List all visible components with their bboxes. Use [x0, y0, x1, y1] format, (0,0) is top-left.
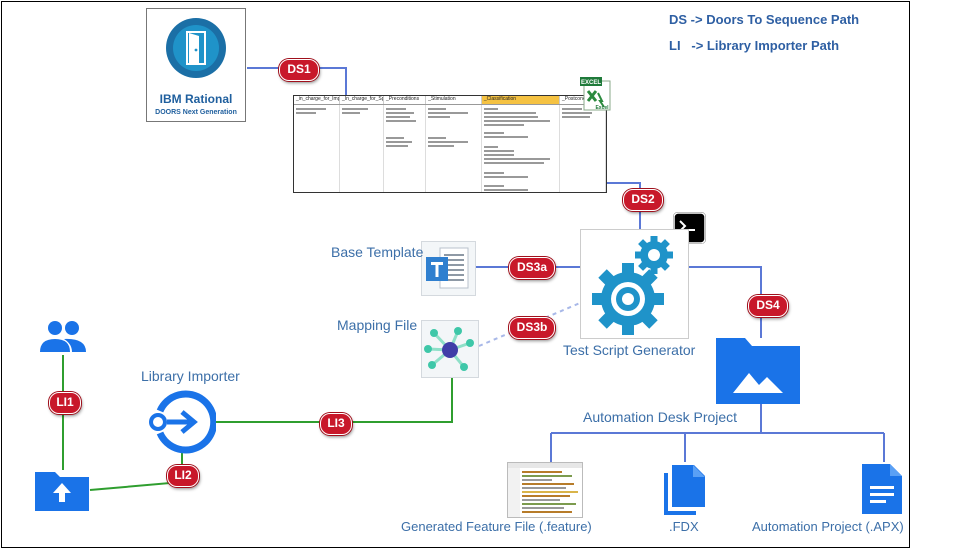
ibm-title: IBM Rational [159, 92, 233, 106]
badge-ds1: DS1 [279, 59, 319, 81]
ds2-connector [607, 182, 641, 230]
ds3b-connector [478, 302, 581, 347]
sheet-header-cell: _Classification [481, 96, 561, 104]
label-fdx: .FDX [669, 519, 699, 534]
base-template-tile [421, 241, 476, 296]
label-generated-feature-file: Generated Feature File (.feature) [401, 519, 592, 534]
label-test-script-generator: Test Script Generator [563, 342, 696, 358]
label-automation-desk-project: Automation Desk Project [583, 409, 738, 425]
label-mapping-file: Mapping File [337, 317, 418, 333]
sheet-header-cell: _In_charge_for_Spec. [341, 96, 385, 104]
label-base-template: Base Template [331, 244, 424, 260]
badge-li3: LI3 [320, 413, 352, 435]
gears-icon [592, 236, 673, 335]
mapping-file-tile [421, 320, 479, 378]
legend-ds: DS -> Doors To Sequence Path [669, 12, 860, 27]
badge-ds4: DS4 [748, 295, 788, 317]
badge-ds3b: DS3b [509, 317, 555, 339]
badge-li1: LI1 [49, 392, 81, 414]
sheet-header-cell: _Stimulation [426, 96, 482, 104]
excel-logo-text: EXCEL [581, 80, 601, 86]
sheet-body [294, 105, 606, 192]
upload-folder-icon [33, 468, 91, 512]
badge-ds3a: DS3a [509, 257, 555, 279]
excel-logo-sub: Excel [595, 105, 609, 111]
people-icon [38, 320, 88, 354]
document-icon [860, 462, 904, 516]
excel-icon: EXCEL Excel [580, 77, 612, 111]
test-script-generator-box [580, 229, 689, 339]
feature-file-thumbnail [507, 462, 583, 518]
li3-connector [215, 378, 453, 423]
door-icon [166, 18, 226, 78]
library-import-icon [146, 389, 218, 455]
sheet-header-row: _in_charge_for_Impl. _In_charge_for_Spec… [294, 96, 606, 105]
files-icon [660, 463, 708, 517]
ibm-subtitle: DOORS Next Generation [155, 109, 237, 116]
mapping-network-icon [424, 327, 474, 371]
ibm-doors-box: IBM Rational DOORS Next Generation [146, 8, 246, 122]
template-doc-icon [426, 247, 469, 289]
label-library-importer: Library Importer [141, 368, 240, 384]
badge-li2: LI2 [167, 465, 199, 487]
diagram-frame [1, 1, 910, 548]
sheet-header-cell: _Preconditions [384, 96, 427, 104]
badge-ds2: DS2 [623, 189, 663, 211]
requirements-sheet: _in_charge_for_Impl. _In_charge_for_Spec… [293, 95, 607, 193]
legend-li: LI -> Library Importer Path [669, 38, 840, 53]
image-folder-icon [715, 335, 801, 405]
label-automation-project: Automation Project (.APX) [752, 519, 904, 534]
sheet-header-cell: _in_charge_for_Impl. [296, 96, 340, 104]
